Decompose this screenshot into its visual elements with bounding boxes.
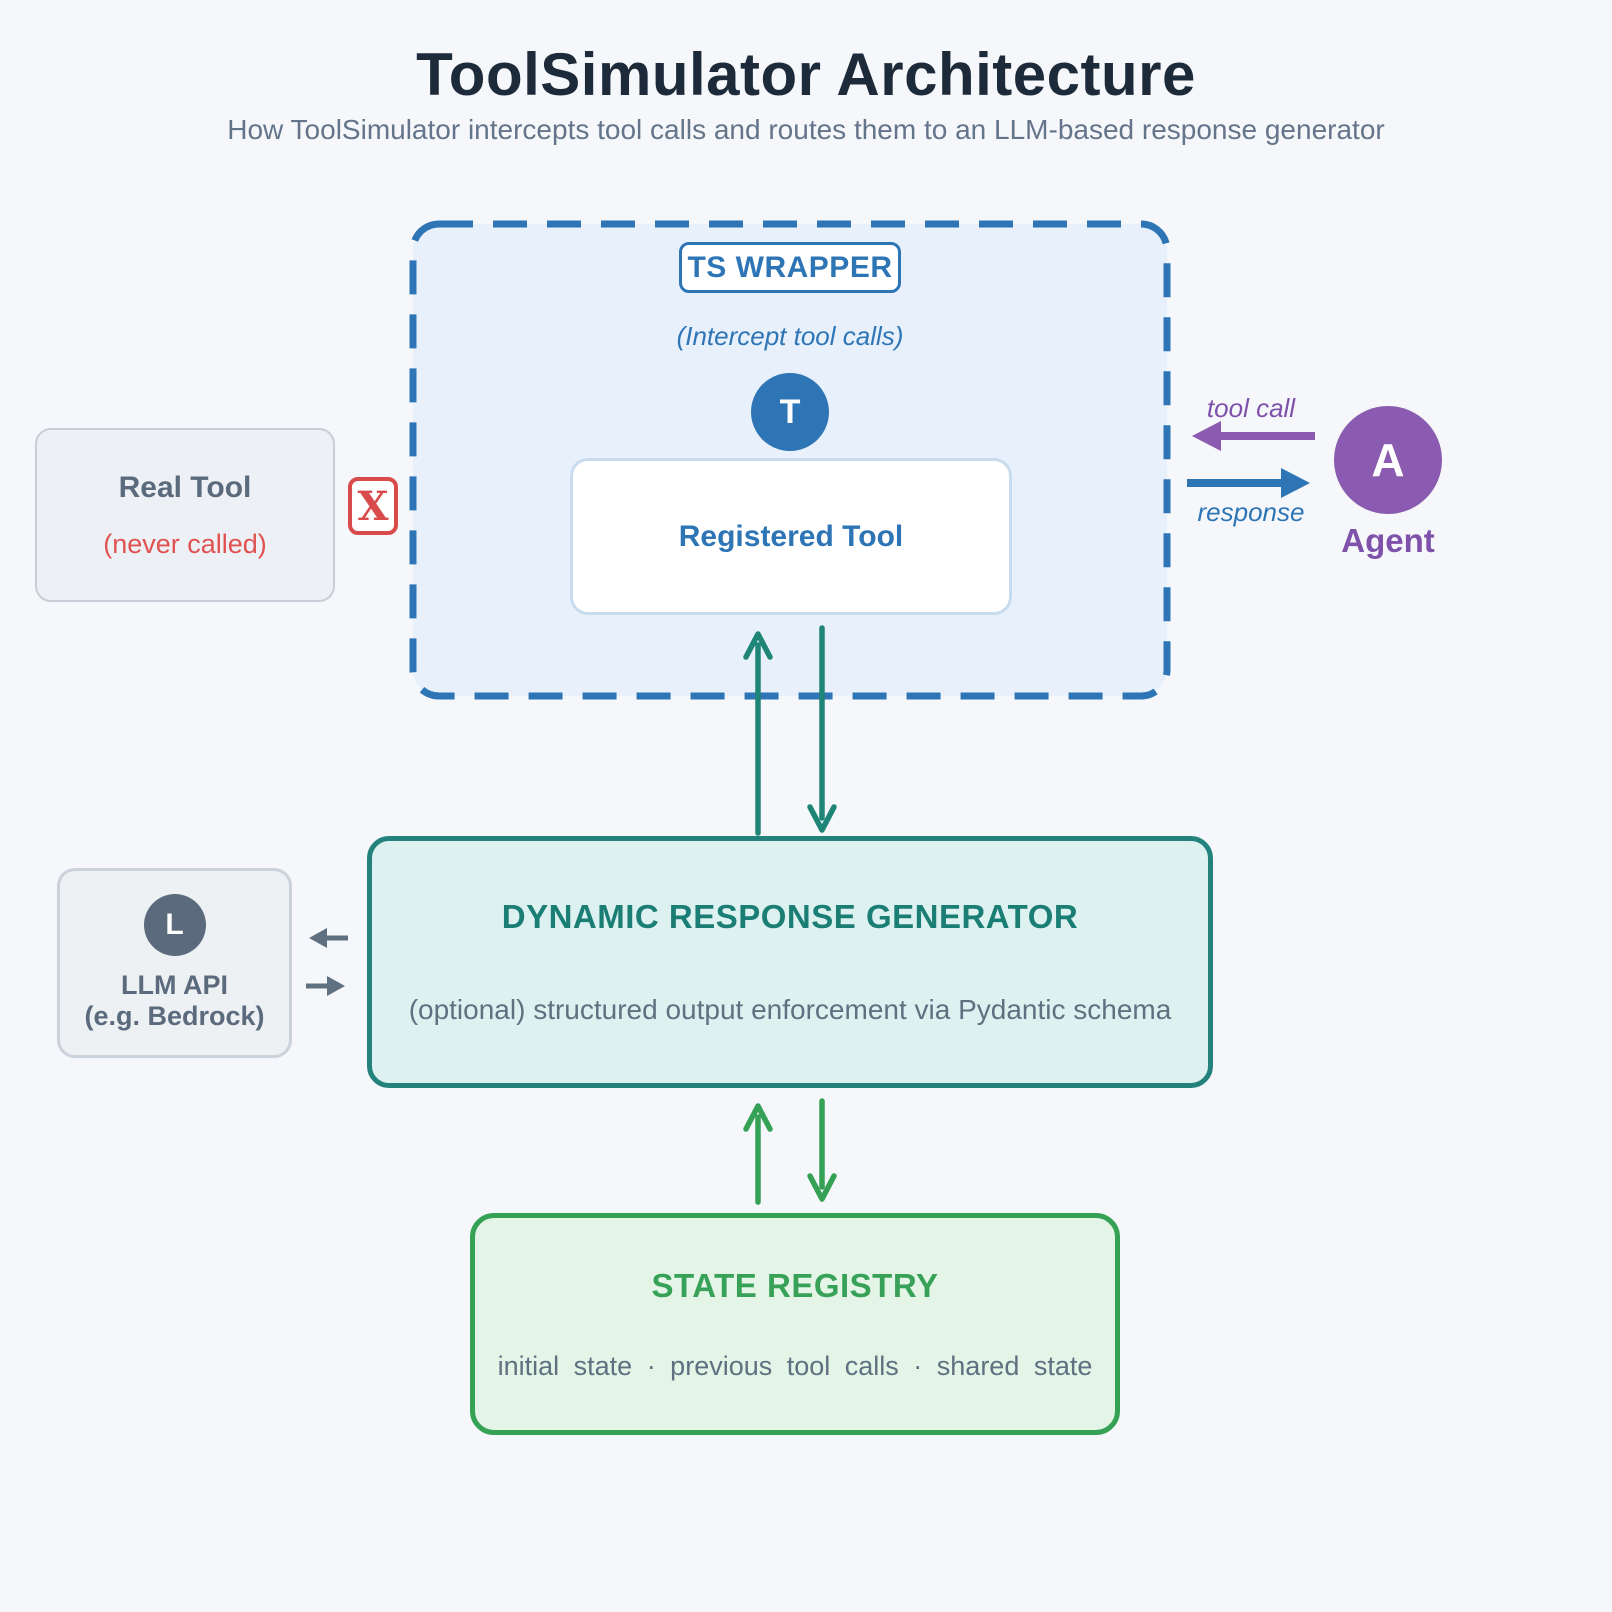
response-arrow xyxy=(1187,468,1310,498)
generator-subtitle: (optional) structured output enforcement… xyxy=(408,994,1172,1025)
llm-name-line: LLM API xyxy=(120,970,228,1000)
tool-icon: T xyxy=(751,373,829,451)
real-tool-box: Real Tool (never called) xyxy=(35,428,335,602)
real-tool-title: Real Tool xyxy=(118,470,252,504)
agent-icon: A xyxy=(1334,406,1442,514)
registered-tool-box: Registered Tool xyxy=(570,458,1012,615)
llm-example-line: (e.g. Bedrock) xyxy=(84,1001,265,1031)
generator-to-llm-arrow xyxy=(309,928,348,948)
tool-call-label: tool call xyxy=(1206,393,1296,423)
registry-title: STATE REGISTRY xyxy=(651,1266,939,1304)
page-title: ToolSimulator Architecture xyxy=(416,41,1196,108)
dynamic-response-generator-box: DYNAMIC RESPONSE GENERATOR (optional) st… xyxy=(367,836,1213,1088)
state-registry-box: STATE REGISTRY initial state · previous … xyxy=(470,1213,1120,1435)
registry-to-generator-arrow xyxy=(743,1103,773,1205)
wrapper-caption: (Intercept tool calls) xyxy=(676,321,904,351)
llm-to-generator-arrow xyxy=(306,976,345,996)
response-label: response xyxy=(1197,497,1305,527)
llm-api-box: L LLM API (e.g. Bedrock) xyxy=(57,868,292,1058)
ts-wrapper-badge: TS WRAPPER xyxy=(679,242,901,293)
llm-name: LLM API (e.g. Bedrock) xyxy=(84,970,264,1032)
agent-label: Agent xyxy=(1341,522,1435,559)
generator-to-registry-arrow xyxy=(807,1098,837,1202)
tool-call-arrow xyxy=(1192,421,1315,451)
llm-icon: L xyxy=(143,894,206,956)
real-tool-note: (never called) xyxy=(103,528,267,559)
registry-items: initial state · previous tool calls · sh… xyxy=(497,1350,1093,1381)
blocked-icon: X xyxy=(348,477,398,535)
page-subtitle: How ToolSimulator intercepts tool calls … xyxy=(227,114,1385,145)
generator-title: DYNAMIC RESPONSE GENERATOR xyxy=(501,898,1079,935)
